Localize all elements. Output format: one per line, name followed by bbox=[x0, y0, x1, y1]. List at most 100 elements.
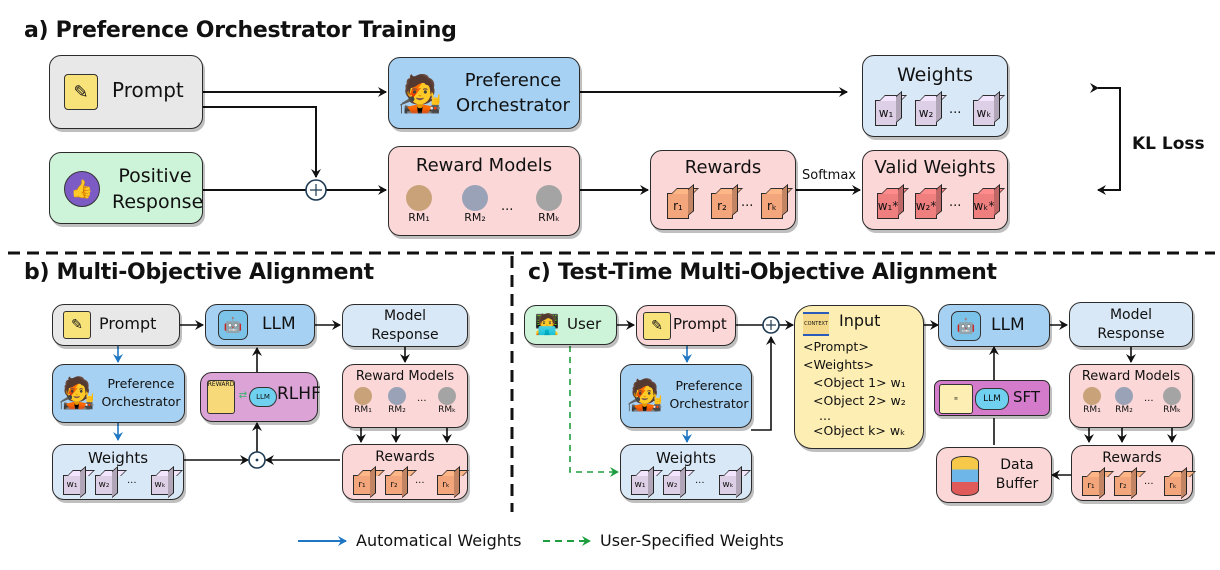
b-model-response-label: Model Response bbox=[343, 307, 467, 345]
c-weights-title: Weights bbox=[655, 449, 717, 467]
c-llm-label: LLM bbox=[991, 315, 1025, 335]
a-rm-k-label: RMₖ bbox=[538, 211, 560, 224]
a-positive-response-label: Positive Response bbox=[112, 163, 204, 215]
b-rlhf-badge: REWARD bbox=[207, 381, 235, 388]
c-input-line: <Object 1> w₁ bbox=[813, 375, 906, 390]
sticky-note-pencil-icon: ✎ bbox=[64, 74, 98, 110]
c-reward-cube-2: r₂ bbox=[1114, 476, 1132, 496]
exchange-arrows-icon: ⇄ bbox=[238, 389, 248, 401]
c-input-line: <Prompt> bbox=[803, 339, 869, 354]
a-orchestrator-label: Preference Orchestrator bbox=[449, 68, 577, 118]
b-weight-cube-1: w₁ bbox=[63, 475, 81, 495]
a-reward-cube-1: r₁ bbox=[667, 193, 689, 219]
sticky-note-pencil-icon: ✎ bbox=[63, 311, 91, 339]
b-weight-cube-2: w₂ bbox=[95, 475, 113, 495]
a-rm-1-label: RM₁ bbox=[408, 211, 430, 224]
a-rm-1: RM₁ bbox=[401, 185, 437, 224]
judge-icon bbox=[1083, 387, 1101, 405]
legend-automatic-label: Automatical Weights bbox=[356, 531, 522, 550]
b-weights-ellipsis: ... bbox=[127, 475, 137, 486]
b-rlhf-label: RLHF bbox=[277, 384, 321, 404]
document-icon: ≡ bbox=[939, 384, 973, 414]
a-orchestrator-box: 🧑‍🎤 Preference Orchestrator bbox=[388, 57, 580, 129]
robot-icon: 🤖 bbox=[951, 311, 981, 341]
a-rm-k: RMₖ bbox=[531, 185, 567, 224]
a-prompt-box: ✎ Prompt bbox=[49, 55, 203, 129]
b-prompt-label: Prompt bbox=[99, 314, 157, 333]
a-valid-cube-2: w₂* bbox=[915, 193, 937, 219]
b-model-response-line2: Response bbox=[371, 327, 439, 343]
c-input-badge: CONTEXT bbox=[804, 321, 828, 327]
a-positive-response-line2: Response bbox=[112, 191, 204, 213]
c-reward-models-title: Reward Models bbox=[1081, 369, 1181, 384]
judge-icon bbox=[1115, 387, 1133, 405]
c-prompt-label: Prompt bbox=[673, 315, 727, 333]
c-model-response-line1: Model bbox=[1109, 307, 1153, 323]
b-rewards-ellipsis: ... bbox=[415, 475, 425, 486]
a-prompt-label: Prompt bbox=[112, 78, 184, 102]
c-rm-1-label: RM₁ bbox=[1083, 405, 1101, 415]
b-orchestrator-line1: Preference bbox=[107, 376, 175, 391]
c-weights-box: Weights w₁ w₂ ... wₖ bbox=[620, 444, 752, 500]
a-rm-2: RM₂ bbox=[457, 185, 493, 224]
b-rm-ellipsis: ... bbox=[417, 393, 427, 404]
c-model-response-line2: Response bbox=[1097, 326, 1165, 342]
b-llm-box: 🤖 LLM bbox=[205, 304, 315, 346]
c-input-title: Input bbox=[839, 311, 881, 330]
b-rm-2-label: RM₂ bbox=[388, 405, 406, 415]
section-a-title: a) Preference Orchestrator Training bbox=[24, 18, 457, 43]
c-rewards-title: Rewards bbox=[1102, 450, 1162, 466]
judge-icon bbox=[388, 387, 406, 405]
a-valid-ellipsis: ... bbox=[949, 195, 962, 210]
softmax-label: Softmax bbox=[802, 168, 856, 183]
conductor-icon: 🧑‍🎤 bbox=[397, 74, 443, 115]
judge-icon bbox=[354, 387, 372, 405]
c-prompt-box: ✎ Prompt bbox=[636, 305, 736, 346]
c-data-buffer-box: Data Buffer bbox=[936, 447, 1052, 503]
b-orchestrator-label: Preference Orchestrator bbox=[97, 375, 185, 411]
conductor-icon: 🧑‍🎤 bbox=[626, 377, 664, 413]
c-data-buffer-line2: Buffer bbox=[995, 476, 1039, 492]
b-rlhf-cloud: LLM bbox=[256, 393, 270, 401]
a-reward-cube-2: r₂ bbox=[711, 193, 733, 219]
user-specified-arrow bbox=[569, 346, 619, 477]
b-prompt-box: ✎ Prompt bbox=[52, 304, 180, 346]
a-rm-ellipsis: ... bbox=[501, 199, 514, 214]
database-icon bbox=[951, 456, 979, 496]
a-positive-response-line1: Positive bbox=[118, 165, 192, 187]
c-input-line: <Object 2> w₂ bbox=[813, 393, 906, 408]
a-valid-cube-1: w₁* bbox=[877, 193, 899, 219]
b-model-response-box: Model Response bbox=[342, 304, 468, 347]
legend-user-label: User-Specified Weights bbox=[600, 531, 784, 550]
c-orchestrator-line2: Orchestrator bbox=[669, 396, 749, 411]
b-reward-cube-2: r₂ bbox=[385, 475, 403, 495]
c-user-box: 🧑‍💻 User bbox=[524, 305, 617, 345]
a-reward-cube-k: rₖ bbox=[761, 193, 783, 219]
a-orchestrator-line2: Orchestrator bbox=[456, 95, 570, 116]
b-weight-cube-k: wₖ bbox=[151, 475, 169, 495]
c-orchestrator-label: Preference Orchestrator bbox=[665, 377, 753, 413]
b-reward-models-box: Reward Models RM₁ RM₂ ... RMₖ bbox=[342, 364, 468, 428]
c-orchestrator-line1: Preference bbox=[675, 378, 743, 393]
user-laptop-icon: 🧑‍💻 bbox=[534, 312, 560, 336]
c-weight-cube-1: w₁ bbox=[631, 475, 649, 495]
c-rm-ellipsis: ... bbox=[1144, 393, 1154, 404]
b-rlhf-box: REWARD ⇄ LLM RLHF bbox=[200, 372, 321, 422]
robot-icon: 🤖 bbox=[218, 310, 248, 340]
b-llm-label: LLM bbox=[262, 314, 296, 334]
c-sft-cloud: LLM bbox=[983, 394, 1001, 404]
a-weight-cube-2: w₂ bbox=[915, 100, 937, 126]
c-model-response-box: Model Response bbox=[1069, 302, 1193, 347]
b-orchestrator-box: 🧑‍🎤 Preference Orchestrator bbox=[52, 364, 185, 423]
c-data-buffer-label: Data Buffer bbox=[987, 456, 1047, 494]
c-rm-2: RM₂ bbox=[1110, 387, 1138, 415]
c-reward-cube-1: r₁ bbox=[1082, 476, 1100, 496]
a-positive-response-box: 👍 Positive Response bbox=[49, 152, 203, 224]
b-rm-1: RM₁ bbox=[349, 387, 377, 415]
c-sft-box: ≡ LLM SFT bbox=[934, 380, 1050, 416]
a-weight-cube-1: w₁ bbox=[875, 100, 897, 126]
section-b-title: b) Multi-Objective Alignment bbox=[24, 260, 374, 285]
llm-cloud-icon: LLM bbox=[249, 387, 277, 407]
b-reward-cube-k: rₖ bbox=[437, 475, 455, 495]
b-reward-cube-1: r₁ bbox=[353, 475, 371, 495]
